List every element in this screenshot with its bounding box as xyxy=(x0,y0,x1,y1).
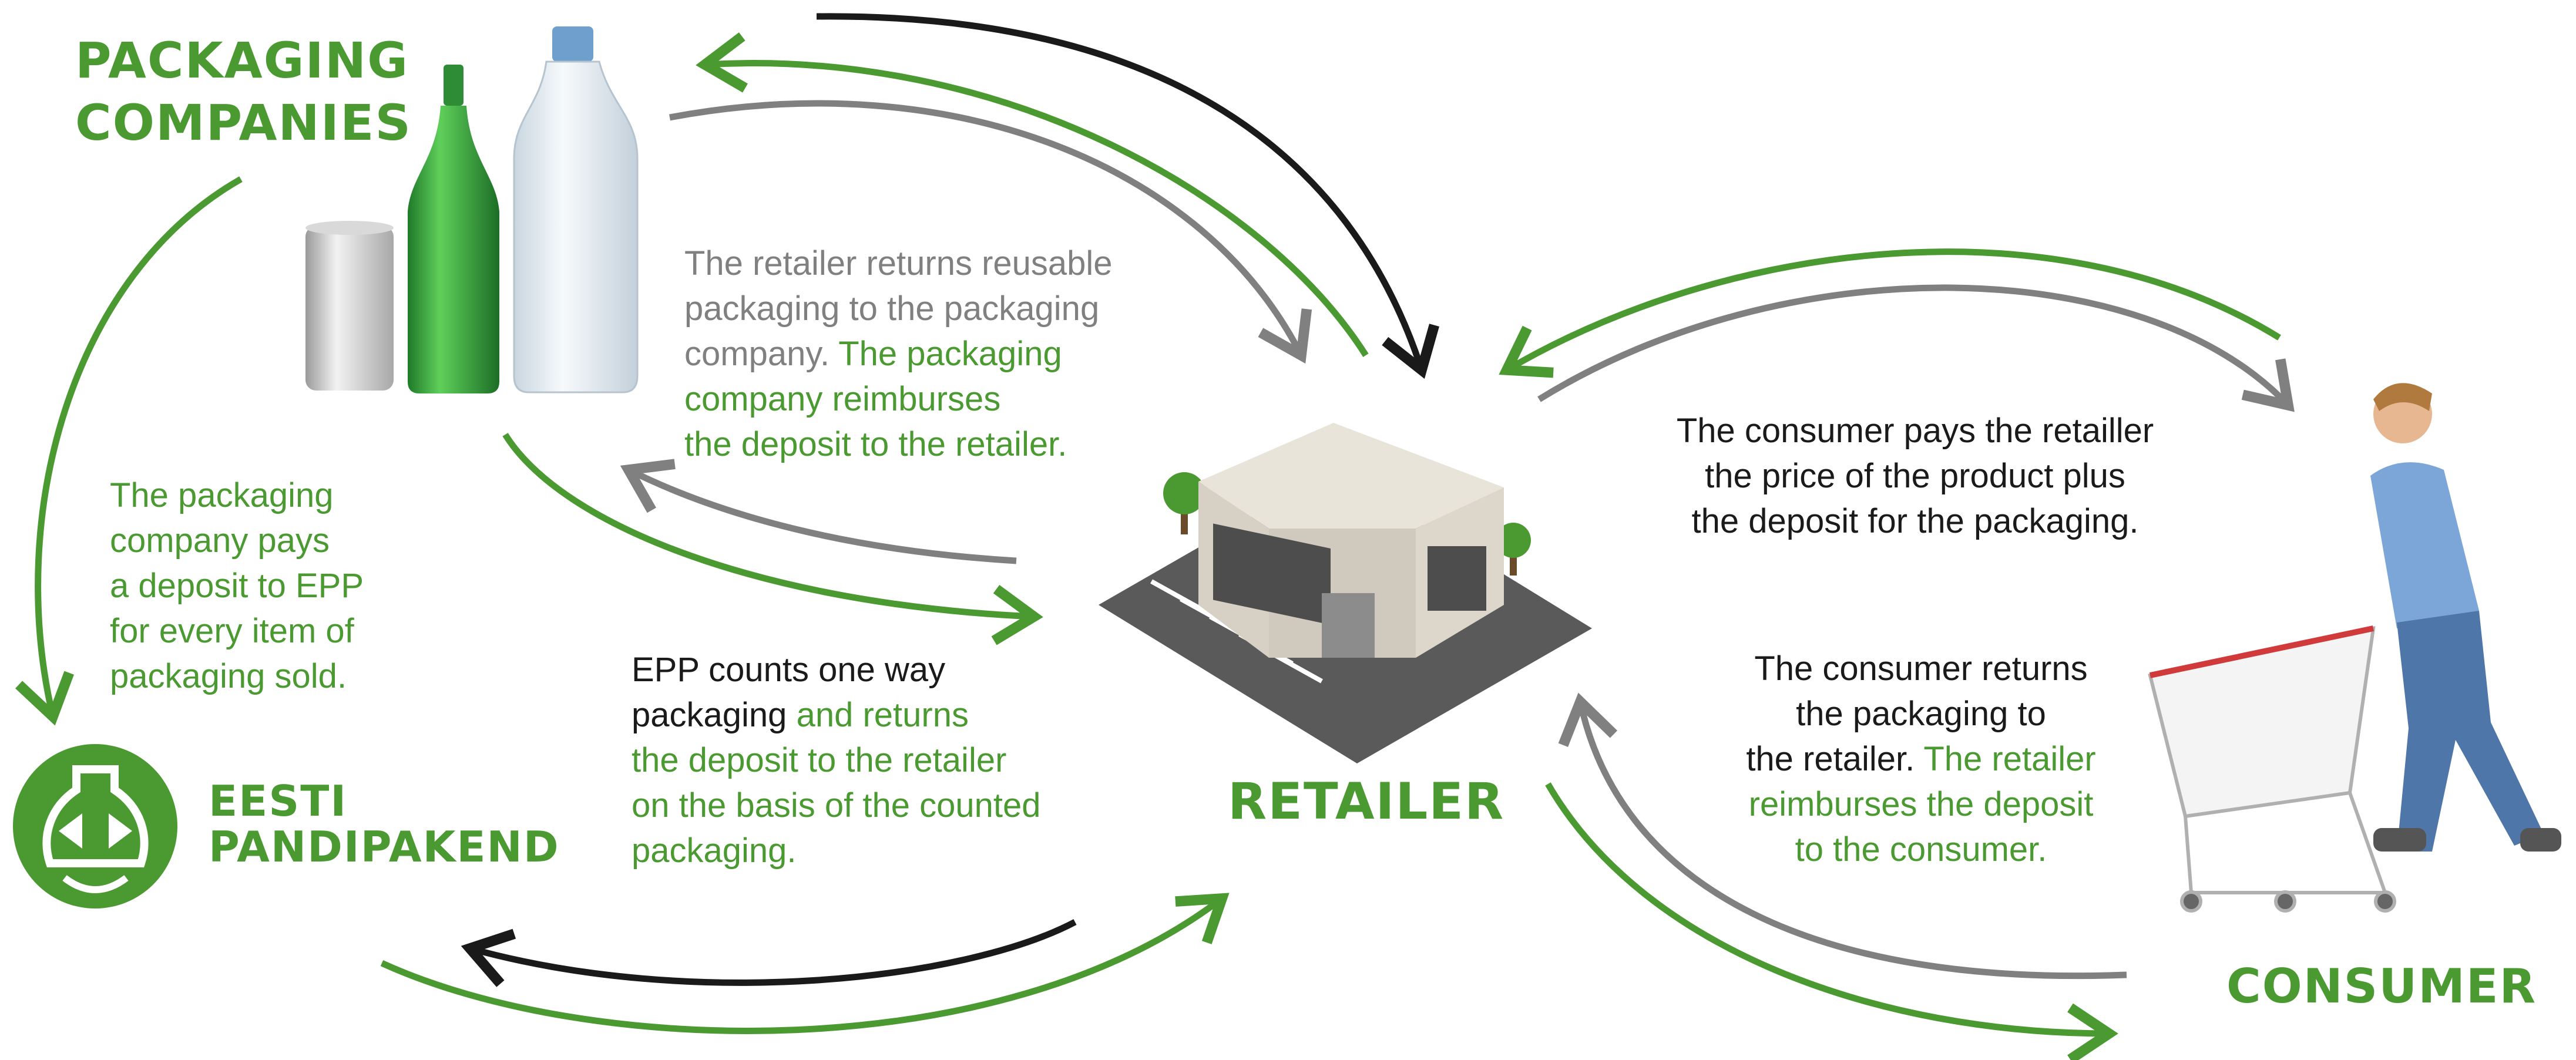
arrow-gray-retailer-to-companies xyxy=(620,459,1017,564)
consumer-returns-line2: the packaging to xyxy=(1796,695,2046,733)
epp-counts-line2-black: packaging xyxy=(632,696,787,734)
company-pays-line2: company pays xyxy=(110,521,330,560)
arrow-green-consumer-to-retailer xyxy=(1499,248,2281,378)
arrow-black-retailer-to-epp xyxy=(461,919,1077,987)
arrow-green-companies-to-retailer xyxy=(502,433,1043,645)
retailer-returns-line1: The retailer returns reusable xyxy=(684,244,1113,282)
epp-counts-text: EPP counts one way packaging and returns… xyxy=(632,647,1041,873)
person-icon xyxy=(2370,383,2561,852)
epp-title: EESTI PANDIPAKEND xyxy=(209,778,560,870)
retailer-returns-line3-gray: company. xyxy=(684,335,830,373)
consumer-pays-line2: the price of the product plus xyxy=(1705,457,2125,495)
packaging-illustration xyxy=(305,26,639,393)
arrow-gray-companies-to-retailer xyxy=(669,100,1312,364)
epp-counts-line5: packaging. xyxy=(632,832,797,870)
company-pays-line5: packaging sold. xyxy=(110,657,347,695)
consumer-returns-line3-green: The retailer xyxy=(1923,740,2096,778)
consumer-returns-line1: The consumer returns xyxy=(1754,650,2088,688)
retailer-returns-line5: the deposit to the retailer. xyxy=(684,425,1067,463)
glass-bottle-icon xyxy=(408,65,499,393)
company-pays-text: The packaging company pays a deposit to … xyxy=(110,473,364,699)
epp-title-line1: EESTI xyxy=(209,776,348,826)
store-building-icon xyxy=(1198,423,1504,658)
arrow-green-companies-to-epp xyxy=(15,176,243,726)
consumer-returns-line5: to the consumer. xyxy=(1795,830,2047,869)
company-pays-line4: for every item of xyxy=(110,612,354,650)
consumer-title: CONSUMER xyxy=(2226,959,2537,1014)
retailer-returns-text: The retailer returns reusable packaging … xyxy=(684,241,1113,467)
arrow-gray-retailer-to-consumer xyxy=(1537,284,2295,412)
store-illustration xyxy=(1099,423,1592,763)
retailer-returns-line3-green: The packaging xyxy=(838,335,1062,373)
epp-counts-line4: on the basis of the counted xyxy=(632,786,1041,825)
plastic-bottle-icon xyxy=(513,26,639,393)
arrow-gray-consumer-to-retailer xyxy=(1558,692,2127,980)
tree-right-icon xyxy=(1496,523,1531,576)
tree-left-icon xyxy=(1163,472,1205,534)
epp-title-line2: PANDIPAKEND xyxy=(209,822,560,871)
arrow-green-retailer-to-consumer xyxy=(1545,782,2118,1060)
consumer-returns-line3-black: the retailer. xyxy=(1746,740,1915,778)
arrow-green-retailer-to-companies xyxy=(696,32,1369,357)
retailer-returns-line2: packaging to the packaging xyxy=(684,290,1100,328)
retailer-returns-line4: company reimburses xyxy=(684,380,1001,418)
consumer-pays-text: The consumer pays the retailler the pric… xyxy=(1586,408,2244,544)
arrow-black-top-to-retailer xyxy=(816,13,1439,379)
epp-counts-line3: the deposit to the retailer xyxy=(632,741,1007,779)
consumer-pays-line1: The consumer pays the retailler xyxy=(1676,412,2154,450)
company-pays-line3: a deposit to EPP xyxy=(110,567,364,605)
consumer-pays-line3: the deposit for the packaging. xyxy=(1691,502,2139,540)
arrow-green-epp-to-retailer xyxy=(380,893,1230,1034)
consumer-returns-line4: reimburses the deposit xyxy=(1748,785,2094,823)
shopping-cart-icon xyxy=(2148,625,2396,913)
retailer-title: RETAILER xyxy=(1228,772,1505,831)
company-pays-line1: The packaging xyxy=(110,476,334,514)
epp-counts-line2-green: and returns xyxy=(796,696,969,734)
epp-logo-icon xyxy=(13,744,177,908)
packaging-companies-title-line2: COMPANIES xyxy=(75,94,412,152)
consumer-returns-text: The consumer returns the packaging to th… xyxy=(1680,646,2162,872)
packaging-companies-title: PACKAGING COMPANIES xyxy=(75,29,412,154)
can-icon xyxy=(305,221,394,391)
packaging-companies-title-line1: PACKAGING xyxy=(75,32,409,89)
epp-counts-line1: EPP counts one way xyxy=(632,651,946,689)
consumer-illustration xyxy=(2148,383,2561,913)
